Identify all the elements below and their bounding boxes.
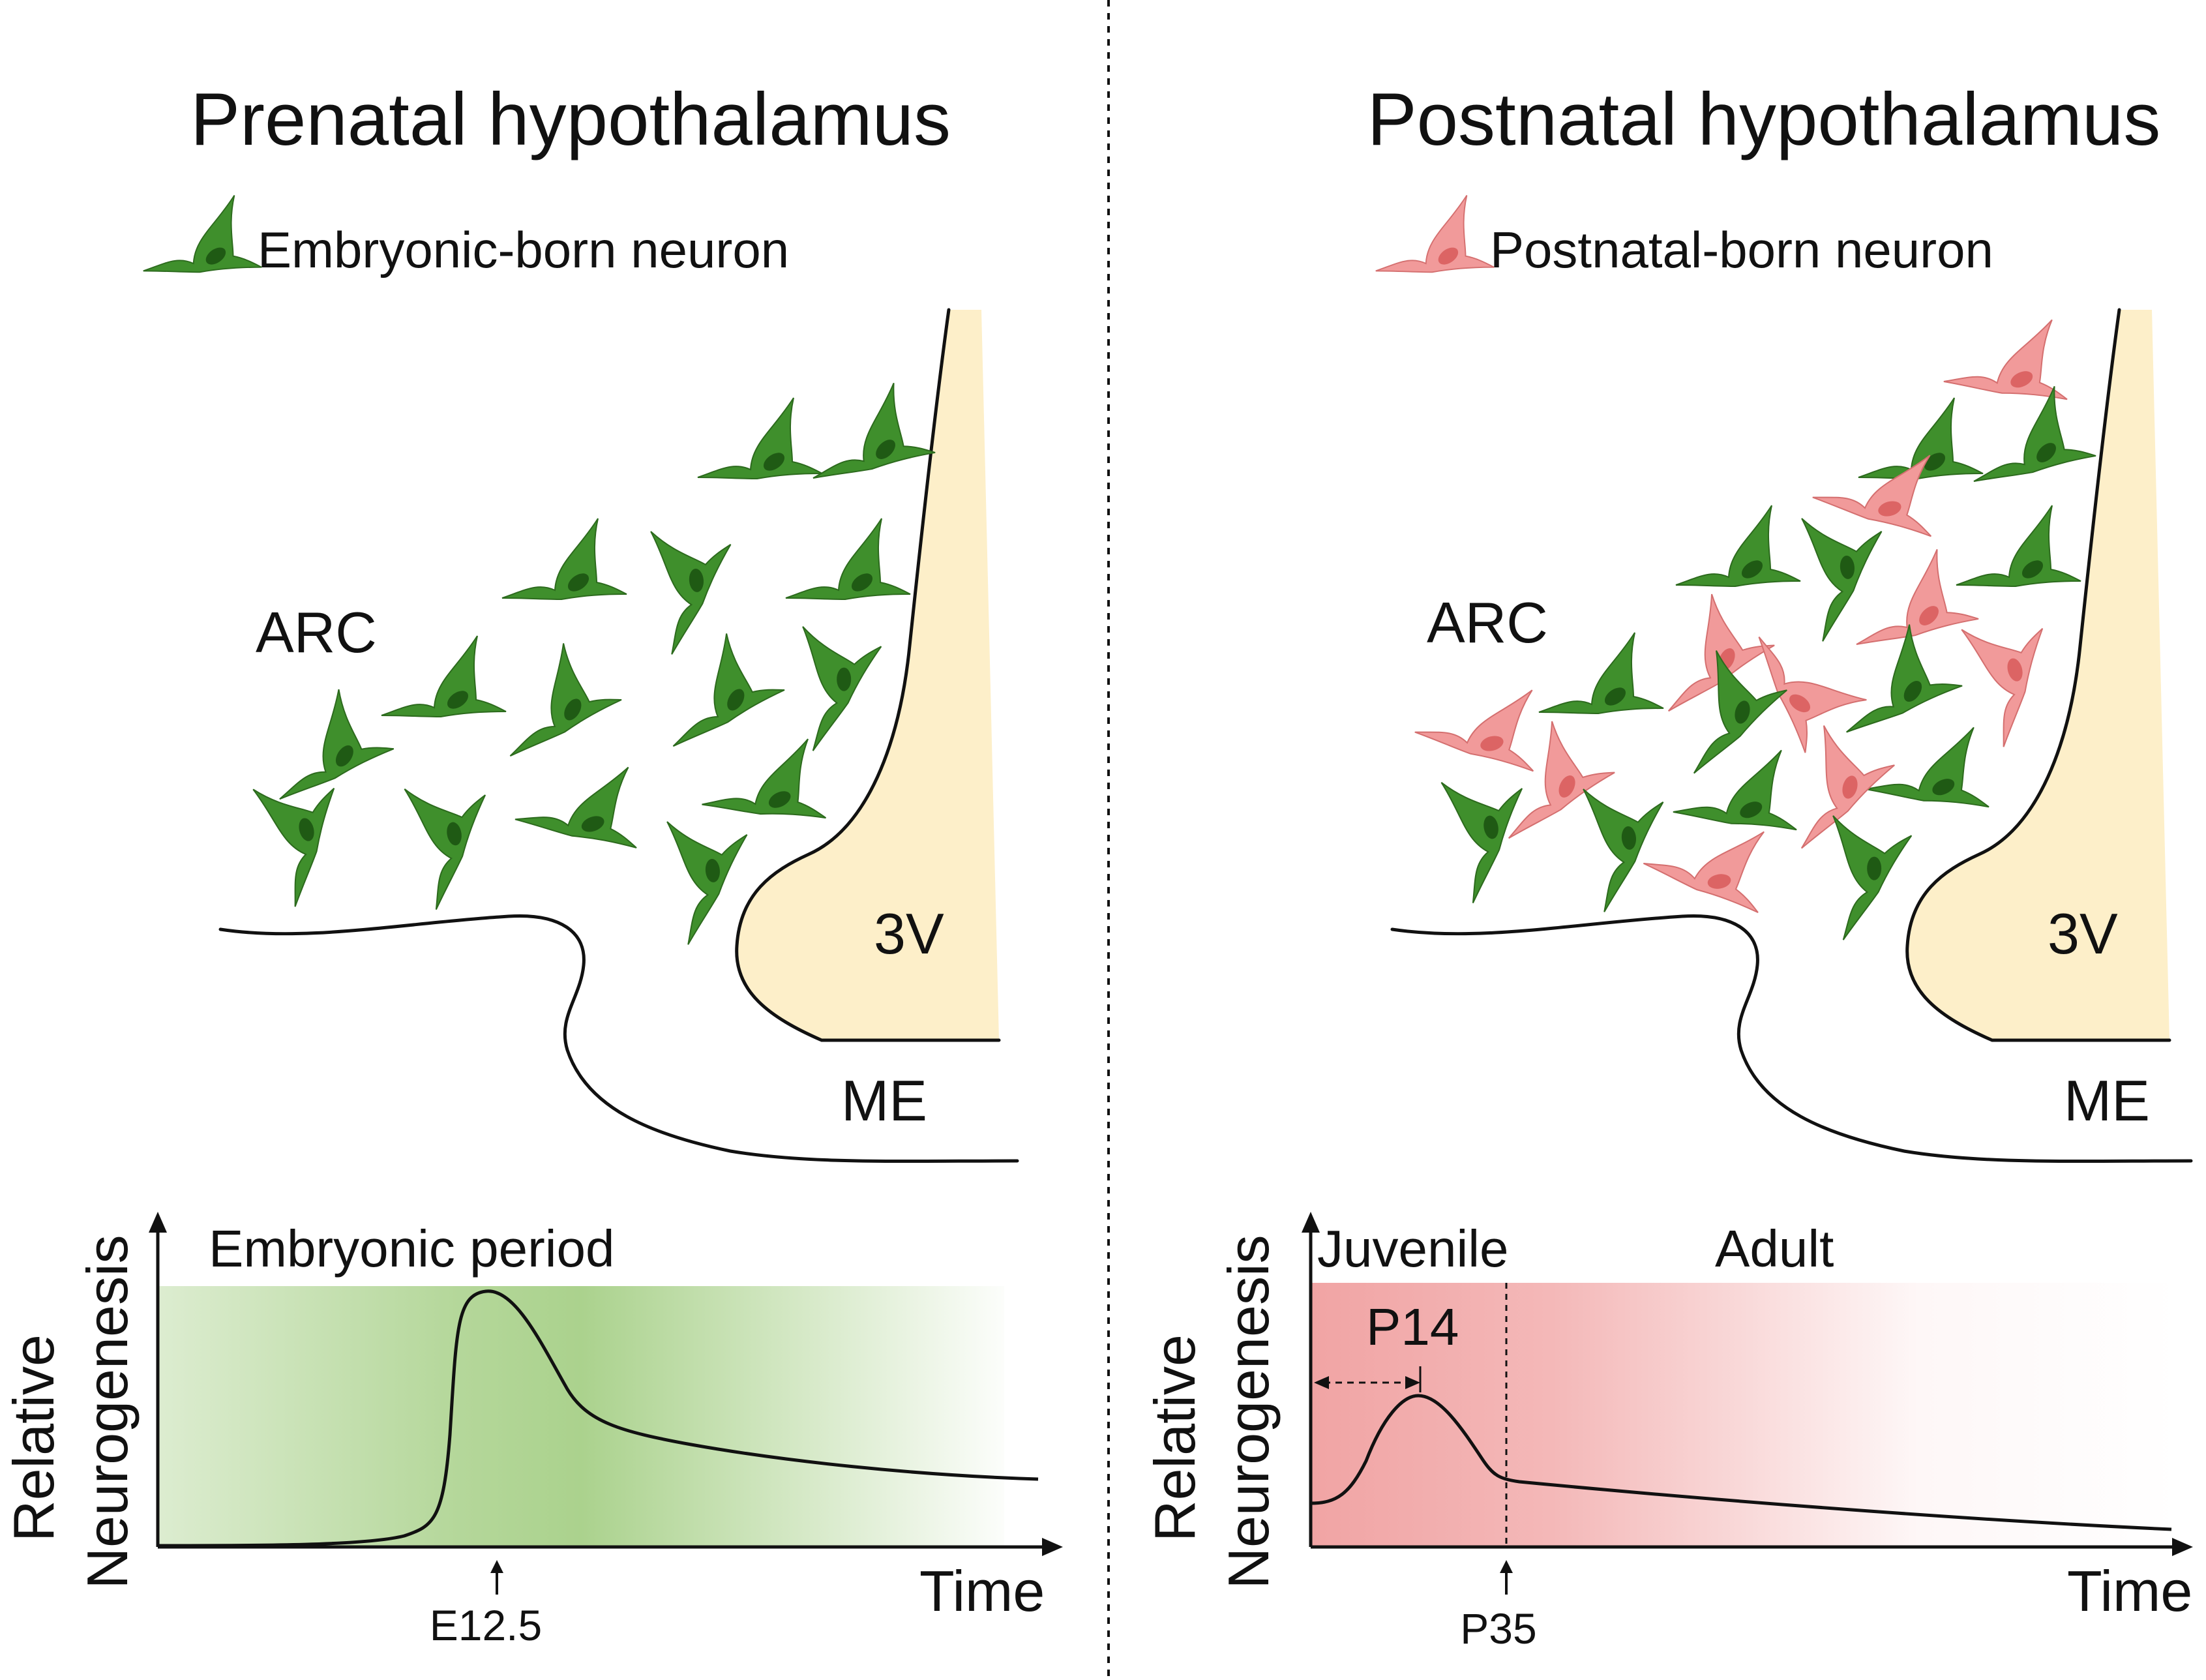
green-neuron-icon: [249, 678, 396, 802]
left-arrow-icon: [1314, 1376, 1329, 1389]
y-axis-label-line1: Relative: [1, 1334, 66, 1542]
green-neuron-icon: [1959, 380, 2098, 483]
green-neuron-icon: [1956, 505, 2081, 587]
green-neuron-icon: [1777, 791, 1916, 942]
green-neuron-icon: [1672, 732, 1811, 836]
pink-neuron-icon: [1943, 302, 2081, 406]
green-neuron-icon: [514, 742, 657, 854]
left-region-me: ME: [841, 1068, 927, 1133]
left-panel: Prenatal hypothalamus Embryonic-born neu…: [1, 78, 1063, 1649]
green-neuron-icon: [602, 505, 736, 656]
ventricle-outline: [735, 308, 1001, 1042]
green-neuron-icon: [638, 620, 788, 748]
left-legend-label: Embryonic-born neuron: [258, 221, 789, 278]
p14-label: P14: [1366, 1298, 1459, 1356]
pink-neuron-icon: [1628, 579, 1778, 713]
pink-neuron-icon: [1757, 608, 1877, 755]
right-region-3v: 3V: [2048, 901, 2118, 966]
right-region-me: ME: [2064, 1068, 2150, 1133]
embryonic-period-band: [158, 1286, 1004, 1547]
green-neuron-icon: [618, 796, 753, 946]
green-neuron-icon: [1538, 632, 1664, 714]
third-ventricle-shape: [736, 310, 999, 1040]
y-axis-arrow-icon: [149, 1212, 167, 1233]
neurogenesis-curve: [1310, 1394, 2172, 1531]
x-axis-arrow-icon: [1042, 1538, 1063, 1556]
right-panel: Postnatal hypothalamus Postnatal-born ne…: [1142, 78, 2193, 1653]
y-axis-label-line2: Neurogenesis: [1216, 1235, 1281, 1589]
green-neuron-icon: [798, 377, 937, 480]
adult-period-label: Adult: [1715, 1220, 1834, 1278]
green-neuron-icon: [1675, 505, 1801, 587]
embryonic-period-label: Embryonic period: [209, 1220, 615, 1278]
neurogenesis-curve: [157, 1289, 1039, 1548]
green-neuron-icon: [697, 397, 823, 479]
x-axis-label: Time: [919, 1559, 1045, 1623]
pink-neuron-icon: [1375, 194, 1495, 273]
green-neuron-icon: [501, 518, 627, 600]
green-neuron-icon: [363, 762, 491, 911]
y-axis-arrow-icon: [1302, 1212, 1320, 1233]
embryonic-neurogenesis-chart: Embryonic period Time Relative Neurogene…: [1, 1212, 1063, 1649]
left-region-3v: 3V: [874, 901, 944, 966]
green-neuron-icon: [747, 602, 886, 753]
e125-marker-label: E12.5: [430, 1601, 542, 1649]
brain-floor-outline: [218, 914, 1019, 1163]
right-legend-label: Postnatal-born neuron: [1490, 221, 1993, 278]
green-neuron-icon: [1400, 755, 1528, 905]
postnatal-neurogenesis-chart: P14 Juvenile Adult Time Relative Neuroge…: [1142, 1212, 2193, 1653]
y-axis-label-line1: Relative: [1142, 1334, 1207, 1542]
green-neuron-icon: [142, 194, 263, 273]
x-axis-label: Time: [2067, 1559, 2192, 1623]
p35-marker-label: P35: [1460, 1604, 1536, 1653]
y-axis-label-line2: Neurogenesis: [75, 1235, 140, 1589]
x-axis-arrow-icon: [2172, 1538, 2193, 1556]
juvenile-period-label: Juvenile: [1317, 1220, 1509, 1278]
green-neuron-icon: [381, 635, 507, 717]
ventricle-outline: [1905, 308, 2171, 1042]
left-region-arc: ARC: [256, 600, 377, 665]
green-neuron-icon: [1864, 710, 2003, 813]
up-arrow-icon: [490, 1560, 503, 1573]
green-neuron-icon: [785, 518, 911, 600]
right-panel-title: Postnatal hypothalamus: [1367, 78, 2161, 161]
left-panel-title: Prenatal hypothalamus: [190, 78, 951, 161]
right-arrow-icon: [1405, 1376, 1420, 1389]
brain-floor-outline: [1390, 914, 2193, 1163]
right-region-arc: ARC: [1427, 590, 1548, 655]
pink-neuron-icon: [1414, 656, 1560, 777]
up-arrow-icon: [1500, 1560, 1513, 1573]
green-neuron-icon: [475, 630, 625, 758]
